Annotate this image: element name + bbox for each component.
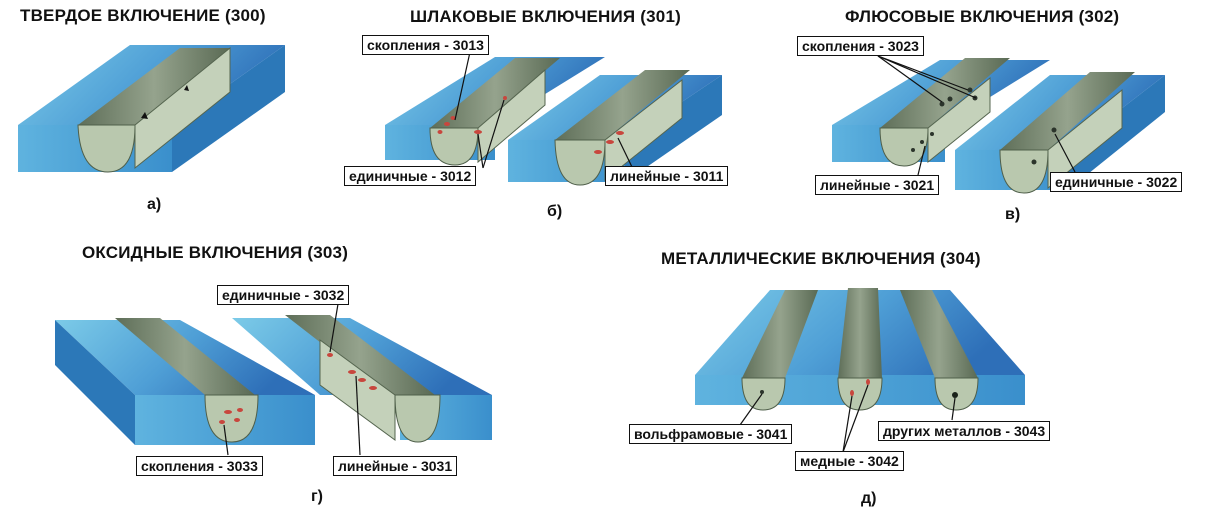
weld-section <box>429 127 479 166</box>
oxide-inclusion <box>237 408 243 412</box>
leader-line <box>842 384 869 453</box>
leader-line <box>454 51 471 121</box>
slag-inclusion <box>594 150 602 154</box>
weld-section <box>837 377 883 411</box>
slag-inclusion <box>616 131 624 135</box>
weld-bead <box>78 48 230 125</box>
weld-section <box>77 124 136 173</box>
oxide-inclusion <box>369 386 377 390</box>
panel-d-metallic-inclusions <box>695 288 1025 453</box>
panel-b-letter: б) <box>547 203 563 220</box>
weld-section <box>741 377 786 411</box>
oxide-inclusion <box>219 420 225 424</box>
leader-line <box>355 375 361 456</box>
panel-a-title: ТВЕРДОЕ ВКЛЮЧЕНИЕ (300) <box>20 6 266 25</box>
oxide-inclusion <box>327 353 333 357</box>
leader-line <box>1054 133 1076 173</box>
slag-inclusion <box>503 96 507 100</box>
flux-inclusion <box>930 132 934 136</box>
plate-side <box>172 45 285 172</box>
panel-g-title: ОКСИДНЫЕ ВКЛЮЧЕНИЯ (303) <box>82 243 349 262</box>
flux-inclusion <box>947 96 953 102</box>
panel-d-letter: д) <box>861 490 877 507</box>
leader-line <box>917 145 926 176</box>
flux-inclusion <box>1031 159 1037 165</box>
label-slag-single: единичные - 3012 <box>344 166 477 186</box>
weld-section <box>394 394 441 443</box>
leader-line <box>223 424 229 456</box>
slag-inclusion <box>474 130 482 134</box>
weld-bead <box>115 318 255 395</box>
oxide-inclusion <box>234 418 240 422</box>
weld-bead <box>1000 72 1135 150</box>
weld-bead <box>880 58 1010 128</box>
flux-inclusion <box>939 101 945 107</box>
weld-bead <box>900 290 978 378</box>
flux-inclusion <box>967 87 973 93</box>
label-flux-clusters: скопления - 3023 <box>797 36 924 56</box>
slag-inclusion <box>444 122 450 126</box>
leader-line <box>329 303 339 353</box>
slag-inclusion <box>437 130 443 134</box>
flux-inclusion <box>911 148 915 152</box>
oxide-inclusion <box>358 378 366 382</box>
solid-inclusion-mark <box>141 112 148 119</box>
solid-inclusion-mark <box>184 85 189 91</box>
plate-side <box>625 75 722 182</box>
label-metal-tungsten: вольфрамовые - 3041 <box>629 424 793 444</box>
cut-face <box>1047 88 1123 190</box>
cut-face <box>134 46 231 170</box>
leader-line <box>877 55 977 99</box>
label-oxide-linear: линейные - 3031 <box>333 456 458 476</box>
slag-inclusion <box>606 140 614 144</box>
cut-face <box>319 339 396 441</box>
label-slag-linear: линейные - 3011 <box>605 166 729 186</box>
label-oxide-clusters: скопления - 3033 <box>136 456 263 476</box>
metallic-inclusion <box>850 390 854 396</box>
metallic-inclusion <box>952 392 958 398</box>
leader-line <box>842 395 853 453</box>
weld-bead <box>838 288 882 378</box>
panel-b-slag-inclusions <box>385 51 722 186</box>
panel-d-title: МЕТАЛЛИЧЕСКИЕ ВКЛЮЧЕНИЯ (304) <box>661 249 981 268</box>
leader-line <box>877 55 969 91</box>
flux-inclusion <box>920 140 924 144</box>
leader-line <box>739 393 763 426</box>
panel-g-letter: г) <box>311 488 323 505</box>
metallic-inclusion <box>866 379 870 385</box>
leader-line <box>482 99 505 169</box>
weld-section <box>554 139 606 186</box>
label-oxide-single: единичные - 3032 <box>217 285 350 305</box>
label-metal-other: других металлов - 3043 <box>878 421 1051 441</box>
label-flux-single: единичные - 3022 <box>1050 172 1183 192</box>
flux-inclusion <box>1051 127 1057 133</box>
leader-line <box>951 397 956 421</box>
weld-bead <box>742 290 818 378</box>
weld-bead <box>430 58 560 128</box>
panel-v-letter: в) <box>1005 206 1021 223</box>
plate-side <box>55 320 135 445</box>
leader-line <box>477 133 484 169</box>
panel-a-solid-inclusion <box>18 45 285 173</box>
cut-face <box>477 68 546 164</box>
weld-section <box>204 394 259 443</box>
weld-section <box>879 127 929 167</box>
panel-b-title: ШЛАКОВЫЕ ВКЛЮЧЕНИЯ (301) <box>410 7 681 26</box>
label-slag-clusters: скопления - 3013 <box>362 35 489 55</box>
panel-v-title: ФЛЮСОВЫЕ ВКЛЮЧЕНИЯ (302) <box>845 7 1120 26</box>
label-metal-copper: медные - 3042 <box>795 451 904 471</box>
metallic-inclusion <box>760 390 764 394</box>
oxide-inclusion <box>348 370 356 374</box>
panel-a-letter: а) <box>147 196 162 213</box>
leader-line <box>877 55 943 103</box>
panel-g-oxide-inclusions <box>55 303 492 456</box>
leader-line <box>617 137 633 168</box>
weld-bead <box>285 315 435 395</box>
oxide-inclusion <box>224 410 232 414</box>
weld-bead <box>555 70 690 140</box>
panel-v-flux-inclusions <box>832 55 1165 194</box>
label-flux-linear: линейные - 3021 <box>815 175 940 195</box>
slag-inclusion <box>450 116 456 120</box>
